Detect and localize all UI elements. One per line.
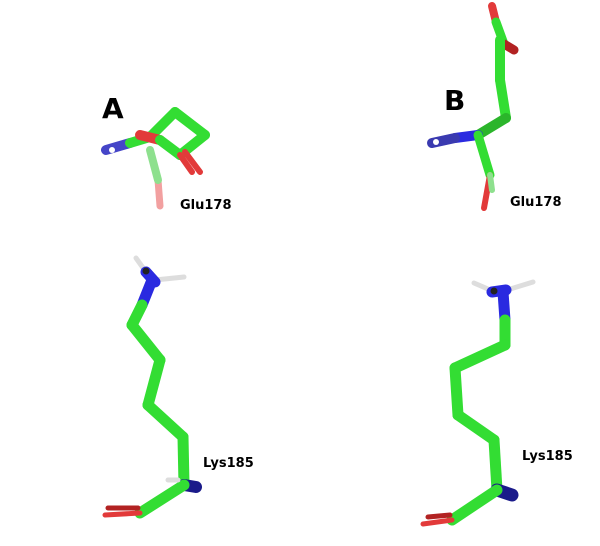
- bond: [146, 146, 162, 184]
- bond: [102, 510, 143, 518]
- hydrogen-atom: [142, 267, 150, 275]
- lys185-structure-a: [102, 255, 202, 519]
- bond: [177, 431, 190, 491]
- bond: [420, 517, 455, 527]
- bond: [155, 135, 185, 160]
- bond: [452, 409, 500, 446]
- residue-label-glu178-a: Glu178: [180, 198, 232, 213]
- bond: [134, 479, 190, 519]
- residue-label-lys185-b: Lys185: [522, 449, 573, 464]
- residue-label-lys185-a: Lys185: [203, 456, 254, 471]
- hydrogen-atom: [490, 287, 498, 295]
- bond: [177, 152, 195, 175]
- bond: [142, 399, 189, 443]
- bond: [449, 362, 464, 421]
- glu178-structure-b: [427, 2, 519, 211]
- panel-label-b: B: [444, 84, 466, 117]
- glu178-structure-a: [101, 107, 210, 210]
- bond: [170, 107, 210, 140]
- residue-label-glu178-b: Glu178: [510, 195, 562, 210]
- bond: [473, 113, 511, 140]
- bond: [142, 354, 166, 411]
- bond: [126, 319, 166, 366]
- bond: [449, 339, 511, 374]
- panel-label-a: A: [102, 92, 124, 125]
- bond: [487, 172, 495, 193]
- bond: [473, 130, 495, 180]
- bond: [145, 107, 180, 142]
- bond: [446, 484, 503, 526]
- bond: [425, 512, 453, 520]
- bond: [495, 75, 511, 123]
- lys185-structure-b: [420, 279, 536, 527]
- bond: [488, 434, 503, 496]
- hydrogen-atom: [109, 147, 115, 153]
- bond: [182, 149, 203, 175]
- bond: [154, 176, 164, 210]
- bond: [499, 39, 519, 55]
- hydrogen-atom: [433, 139, 439, 145]
